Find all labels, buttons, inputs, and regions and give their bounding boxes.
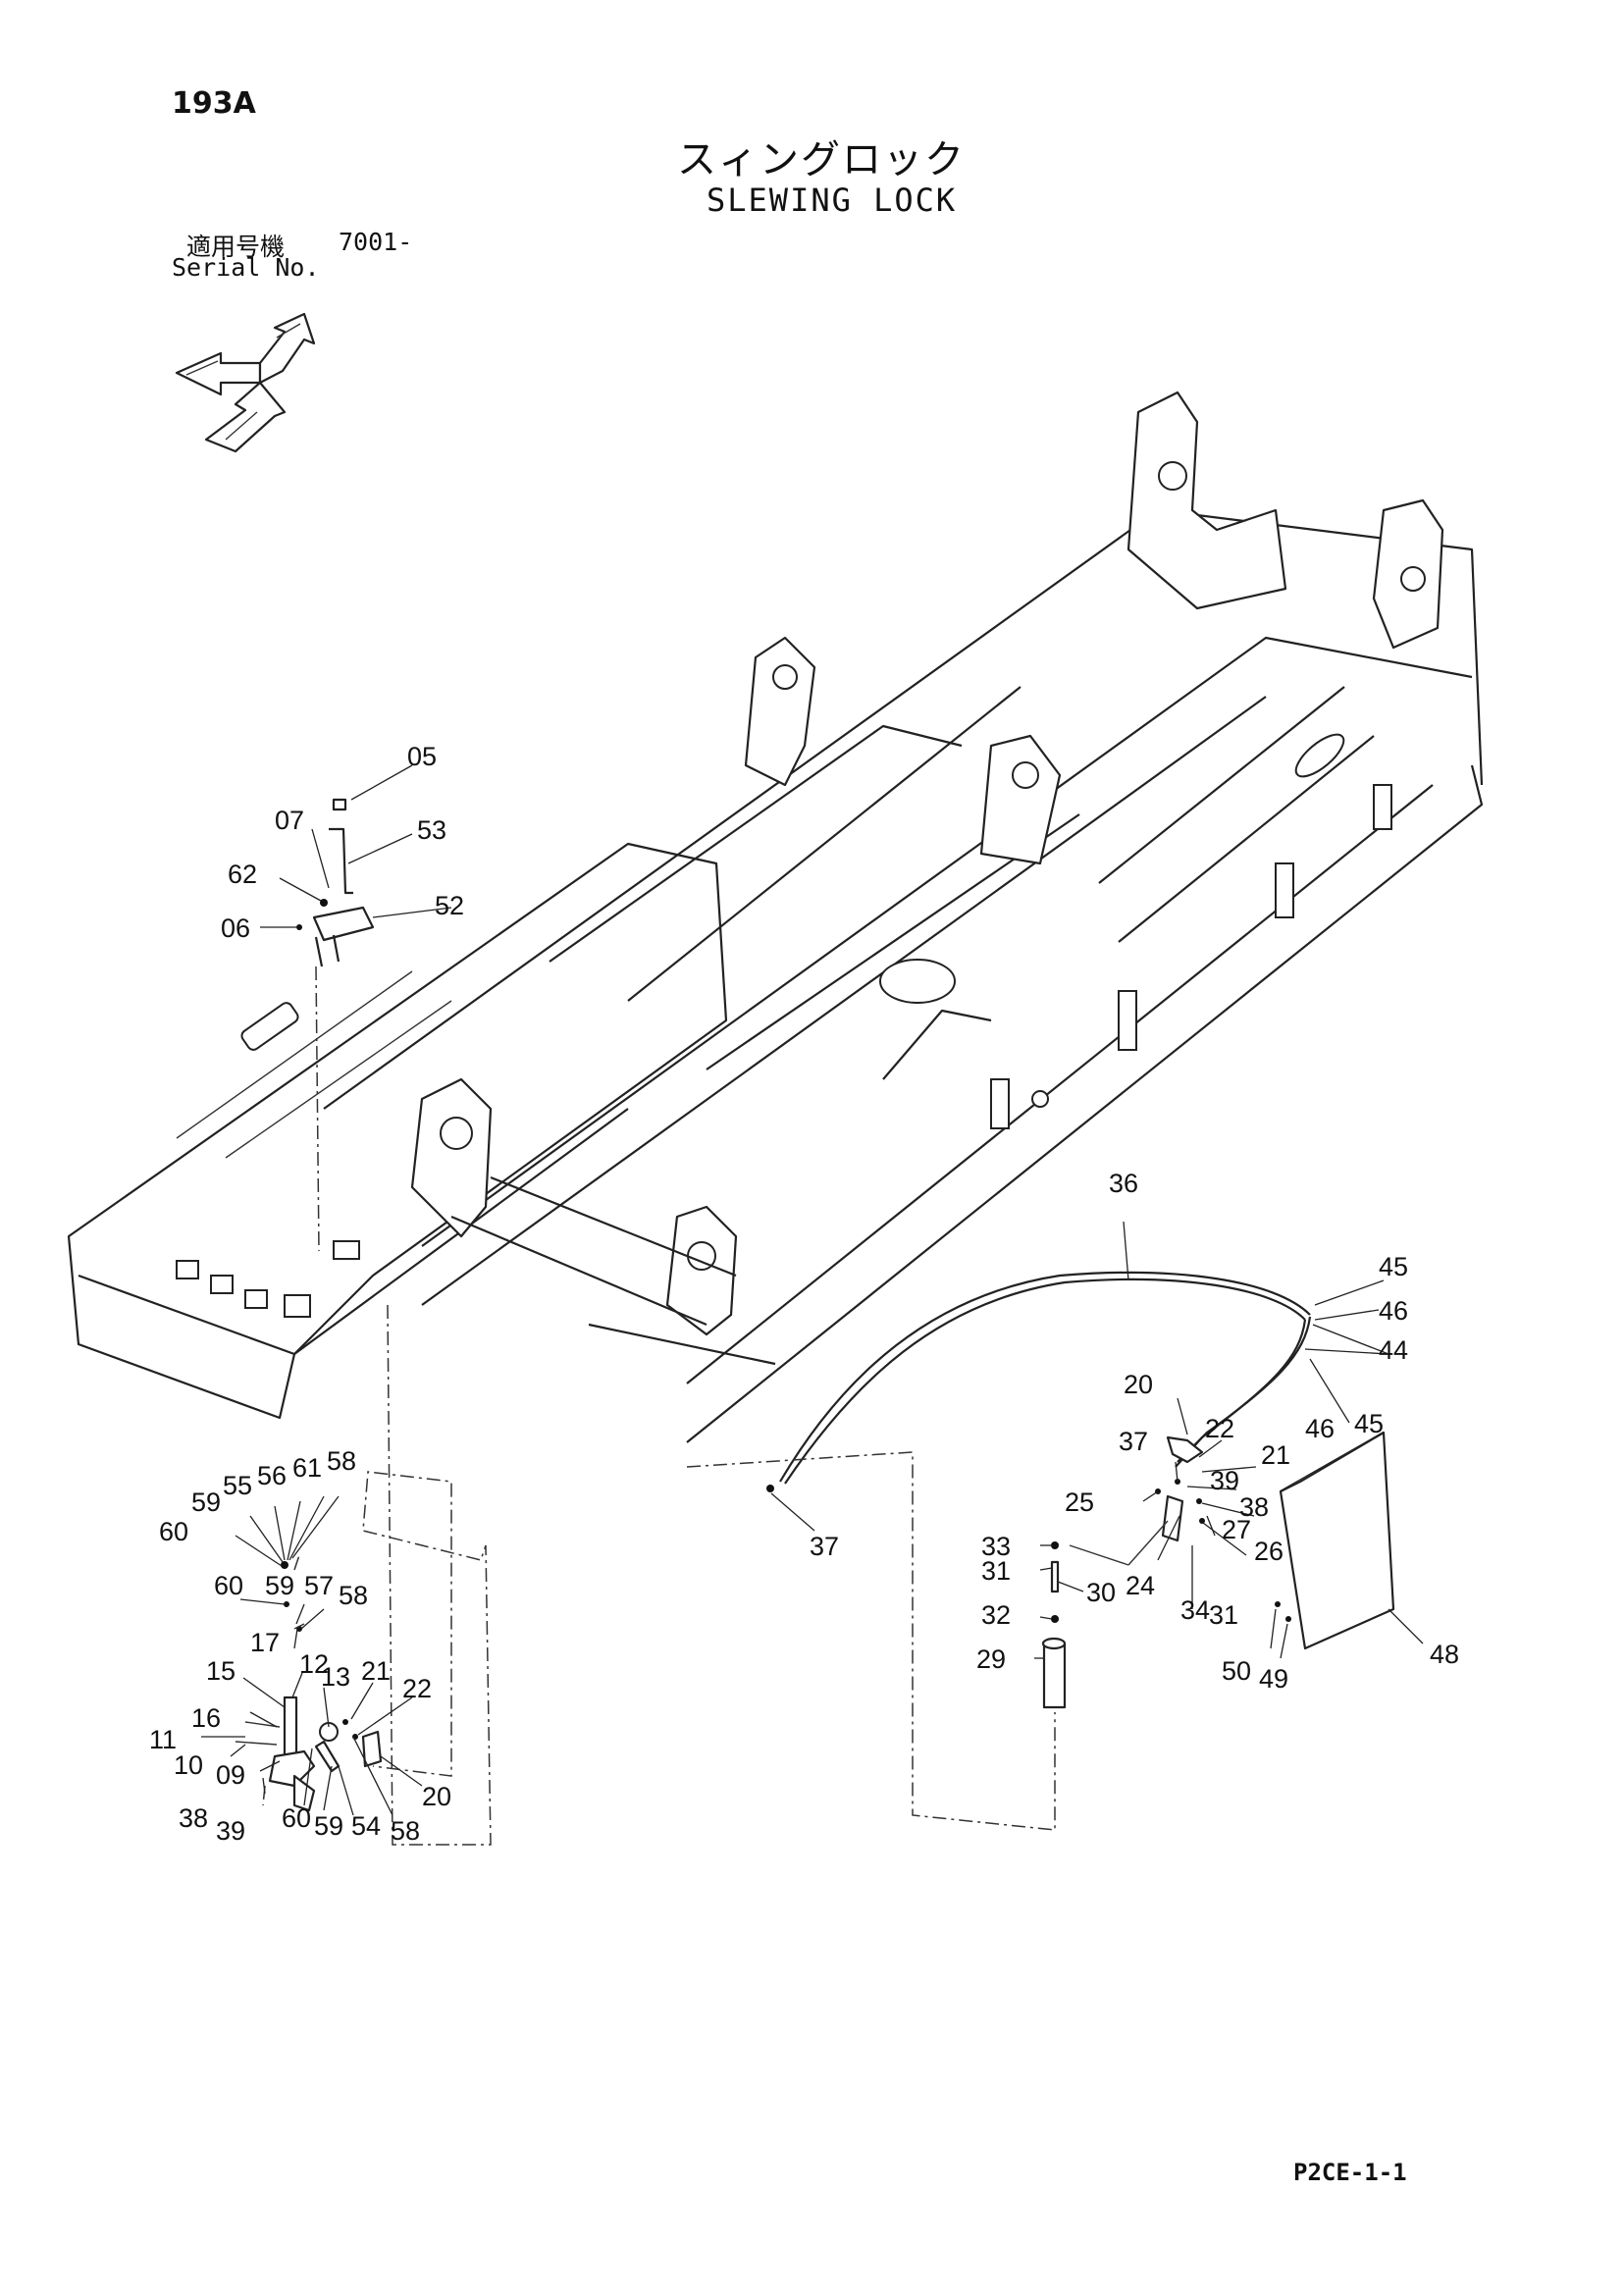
part-label: 25 <box>1065 1487 1094 1517</box>
part-label: 58 <box>327 1446 356 1476</box>
leader-lines <box>201 764 1424 1816</box>
part-label: 26 <box>1254 1537 1283 1566</box>
serial-value: 7001- <box>339 228 413 256</box>
part-label: 29 <box>976 1644 1006 1674</box>
part-label: 24 <box>1126 1571 1155 1600</box>
part-label: 31 <box>981 1556 1011 1586</box>
part-label: 59 <box>265 1571 294 1600</box>
part-label: 09 <box>216 1760 245 1790</box>
part-label: 32 <box>981 1600 1011 1630</box>
part-label: 60 <box>159 1517 188 1546</box>
part-label: 30 <box>1086 1578 1116 1607</box>
part-label: 61 <box>292 1453 322 1483</box>
part-label: 48 <box>1430 1640 1459 1669</box>
part-label: 39 <box>1210 1466 1239 1495</box>
part-label: 11 <box>149 1725 177 1754</box>
part-label: 31 <box>1209 1600 1238 1630</box>
part-label: 59 <box>191 1487 221 1517</box>
part-label: 46 <box>1305 1414 1335 1443</box>
part-label: 57 <box>304 1571 334 1600</box>
part-label: 22 <box>402 1674 432 1703</box>
part-label: 17 <box>250 1628 280 1657</box>
title-english: SLEWING LOCK <box>707 182 958 219</box>
part-label: 20 <box>422 1782 451 1811</box>
part-label: 10 <box>174 1750 203 1780</box>
bracket-assembly <box>296 798 375 1252</box>
title-japanese: スィングロック <box>677 137 966 183</box>
part-label: 15 <box>206 1656 236 1686</box>
orientation-arrows-icon <box>175 312 316 453</box>
part-label: 58 <box>391 1816 420 1846</box>
lever-assembly <box>235 1304 492 1846</box>
part-label: 49 <box>1259 1664 1288 1694</box>
part-label: 21 <box>361 1656 391 1686</box>
part-label: 54 <box>351 1811 381 1841</box>
part-label: 27 <box>1222 1515 1251 1544</box>
lock-pin-assembly <box>686 1431 1395 1831</box>
part-label: 50 <box>1222 1656 1251 1686</box>
part-label: 16 <box>191 1703 221 1733</box>
part-label: 44 <box>1379 1335 1408 1365</box>
part-label: 13 <box>321 1662 350 1692</box>
part-label: 38 <box>179 1803 208 1833</box>
part-label: 45 <box>1354 1409 1384 1438</box>
part-label: 59 <box>314 1811 343 1841</box>
page-code: 193A <box>172 86 256 121</box>
serial-label-japanese: 適用号機 <box>186 233 286 261</box>
part-label: 45 <box>1379 1252 1408 1281</box>
part-label: 52 <box>435 891 464 920</box>
part-label: 37 <box>810 1532 839 1561</box>
part-label: 06 <box>221 913 250 943</box>
part-label: 46 <box>1379 1296 1408 1326</box>
part-label: 05 <box>407 742 437 771</box>
part-label: 20 <box>1124 1370 1153 1399</box>
footer-code: P2CE-1-1 <box>1293 2159 1407 2186</box>
part-label: 60 <box>214 1571 243 1600</box>
part-label: 34 <box>1180 1595 1210 1625</box>
part-label: 58 <box>339 1581 368 1610</box>
part-label: 56 <box>257 1461 287 1490</box>
upper-frame <box>67 391 1484 1443</box>
part-label: 39 <box>216 1816 245 1846</box>
part-label: 07 <box>275 806 304 835</box>
part-label: 12 <box>299 1649 329 1679</box>
part-label: 62 <box>228 860 257 889</box>
part-label: 21 <box>1261 1440 1290 1470</box>
part-label: 22 <box>1205 1414 1234 1443</box>
part-label: 60 <box>282 1803 311 1833</box>
part-number-labels: 05 07 53 62 52 06 36 45 46 44 46 45 20 2… <box>149 742 1459 1846</box>
part-label: 33 <box>981 1532 1011 1561</box>
part-label: 37 <box>1119 1427 1148 1456</box>
part-label: 36 <box>1109 1169 1138 1198</box>
part-label: 55 <box>223 1471 252 1500</box>
part-label: 38 <box>1239 1492 1269 1522</box>
part-label: 53 <box>417 815 446 845</box>
serial-label-english: Serial No. <box>172 253 320 282</box>
lock-cable <box>766 1271 1312 1492</box>
